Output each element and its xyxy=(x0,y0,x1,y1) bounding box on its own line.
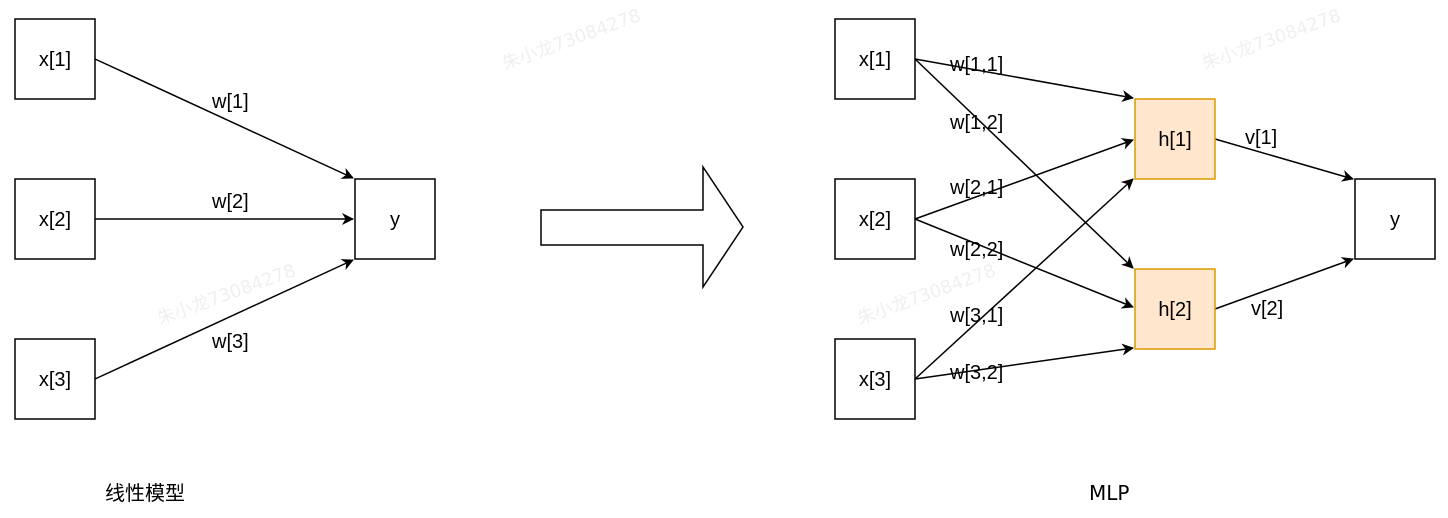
input-node: x[2] xyxy=(14,178,96,260)
input-node: x[3] xyxy=(834,338,916,420)
linear-caption: 线性模型 xyxy=(105,481,185,505)
input-node: x[1] xyxy=(14,18,96,100)
node-label: x[1] xyxy=(859,49,891,71)
transform-arrow xyxy=(540,164,744,290)
edge-x3-h1 xyxy=(914,178,1134,380)
weight-label: w[3] xyxy=(211,331,249,353)
output-node: y xyxy=(354,178,436,260)
edge-h2-y xyxy=(1214,257,1354,310)
node-label: h[1] xyxy=(1158,129,1191,151)
weight-label: w[3,2] xyxy=(949,362,1003,384)
node-label: x[2] xyxy=(859,209,891,231)
node-label: y xyxy=(390,209,400,231)
edge-x1-h1 xyxy=(914,58,1134,102)
input-node: x[1] xyxy=(834,18,916,100)
node-label: x[3] xyxy=(39,369,71,391)
node-label: x[2] xyxy=(39,209,71,231)
edge-h1-y xyxy=(1214,138,1354,182)
hidden-node: h[1] xyxy=(1134,98,1216,180)
edge-x3-y xyxy=(94,259,354,380)
watermark-text: 朱小龙73084278 xyxy=(500,5,644,75)
hidden-node: h[2] xyxy=(1134,268,1216,350)
edge-x1-h2 xyxy=(914,58,1134,269)
watermark-text: 朱小龙73084278 xyxy=(1200,5,1344,75)
weight-label: v[1] xyxy=(1245,127,1277,149)
weight-label: w[1,2] xyxy=(949,112,1003,134)
node-label: y xyxy=(1390,209,1400,231)
weight-label: w[1,1] xyxy=(949,54,1003,76)
edge-x1-y xyxy=(94,58,354,179)
input-node: x[3] xyxy=(14,338,96,420)
node-label: x[3] xyxy=(859,369,891,391)
mlp-model: x[1] x[2] x[3] h[1] h[2] y w[1,1] w[1,2]… xyxy=(834,18,1436,505)
node-label: h[2] xyxy=(1158,299,1191,321)
weight-label: w[2,1] xyxy=(949,177,1003,199)
weight-label: w[2] xyxy=(211,191,249,213)
output-node: y xyxy=(1354,178,1436,260)
weight-label: w[2,2] xyxy=(949,239,1003,261)
edge-x3-h2 xyxy=(914,343,1134,380)
node-label: x[1] xyxy=(39,49,71,71)
input-node: x[2] xyxy=(834,178,916,260)
edge-x2-h1 xyxy=(914,138,1134,220)
linear-model: x[1] x[2] x[3] y w[1] w[2] w[3] 线性模型 xyxy=(14,18,436,505)
edge-x2-h2 xyxy=(914,218,1134,309)
weight-label: w[1] xyxy=(211,91,249,113)
mlp-caption: MLP xyxy=(1089,481,1129,505)
weight-label: w[3,1] xyxy=(949,305,1003,327)
weight-label: v[2] xyxy=(1251,298,1283,320)
